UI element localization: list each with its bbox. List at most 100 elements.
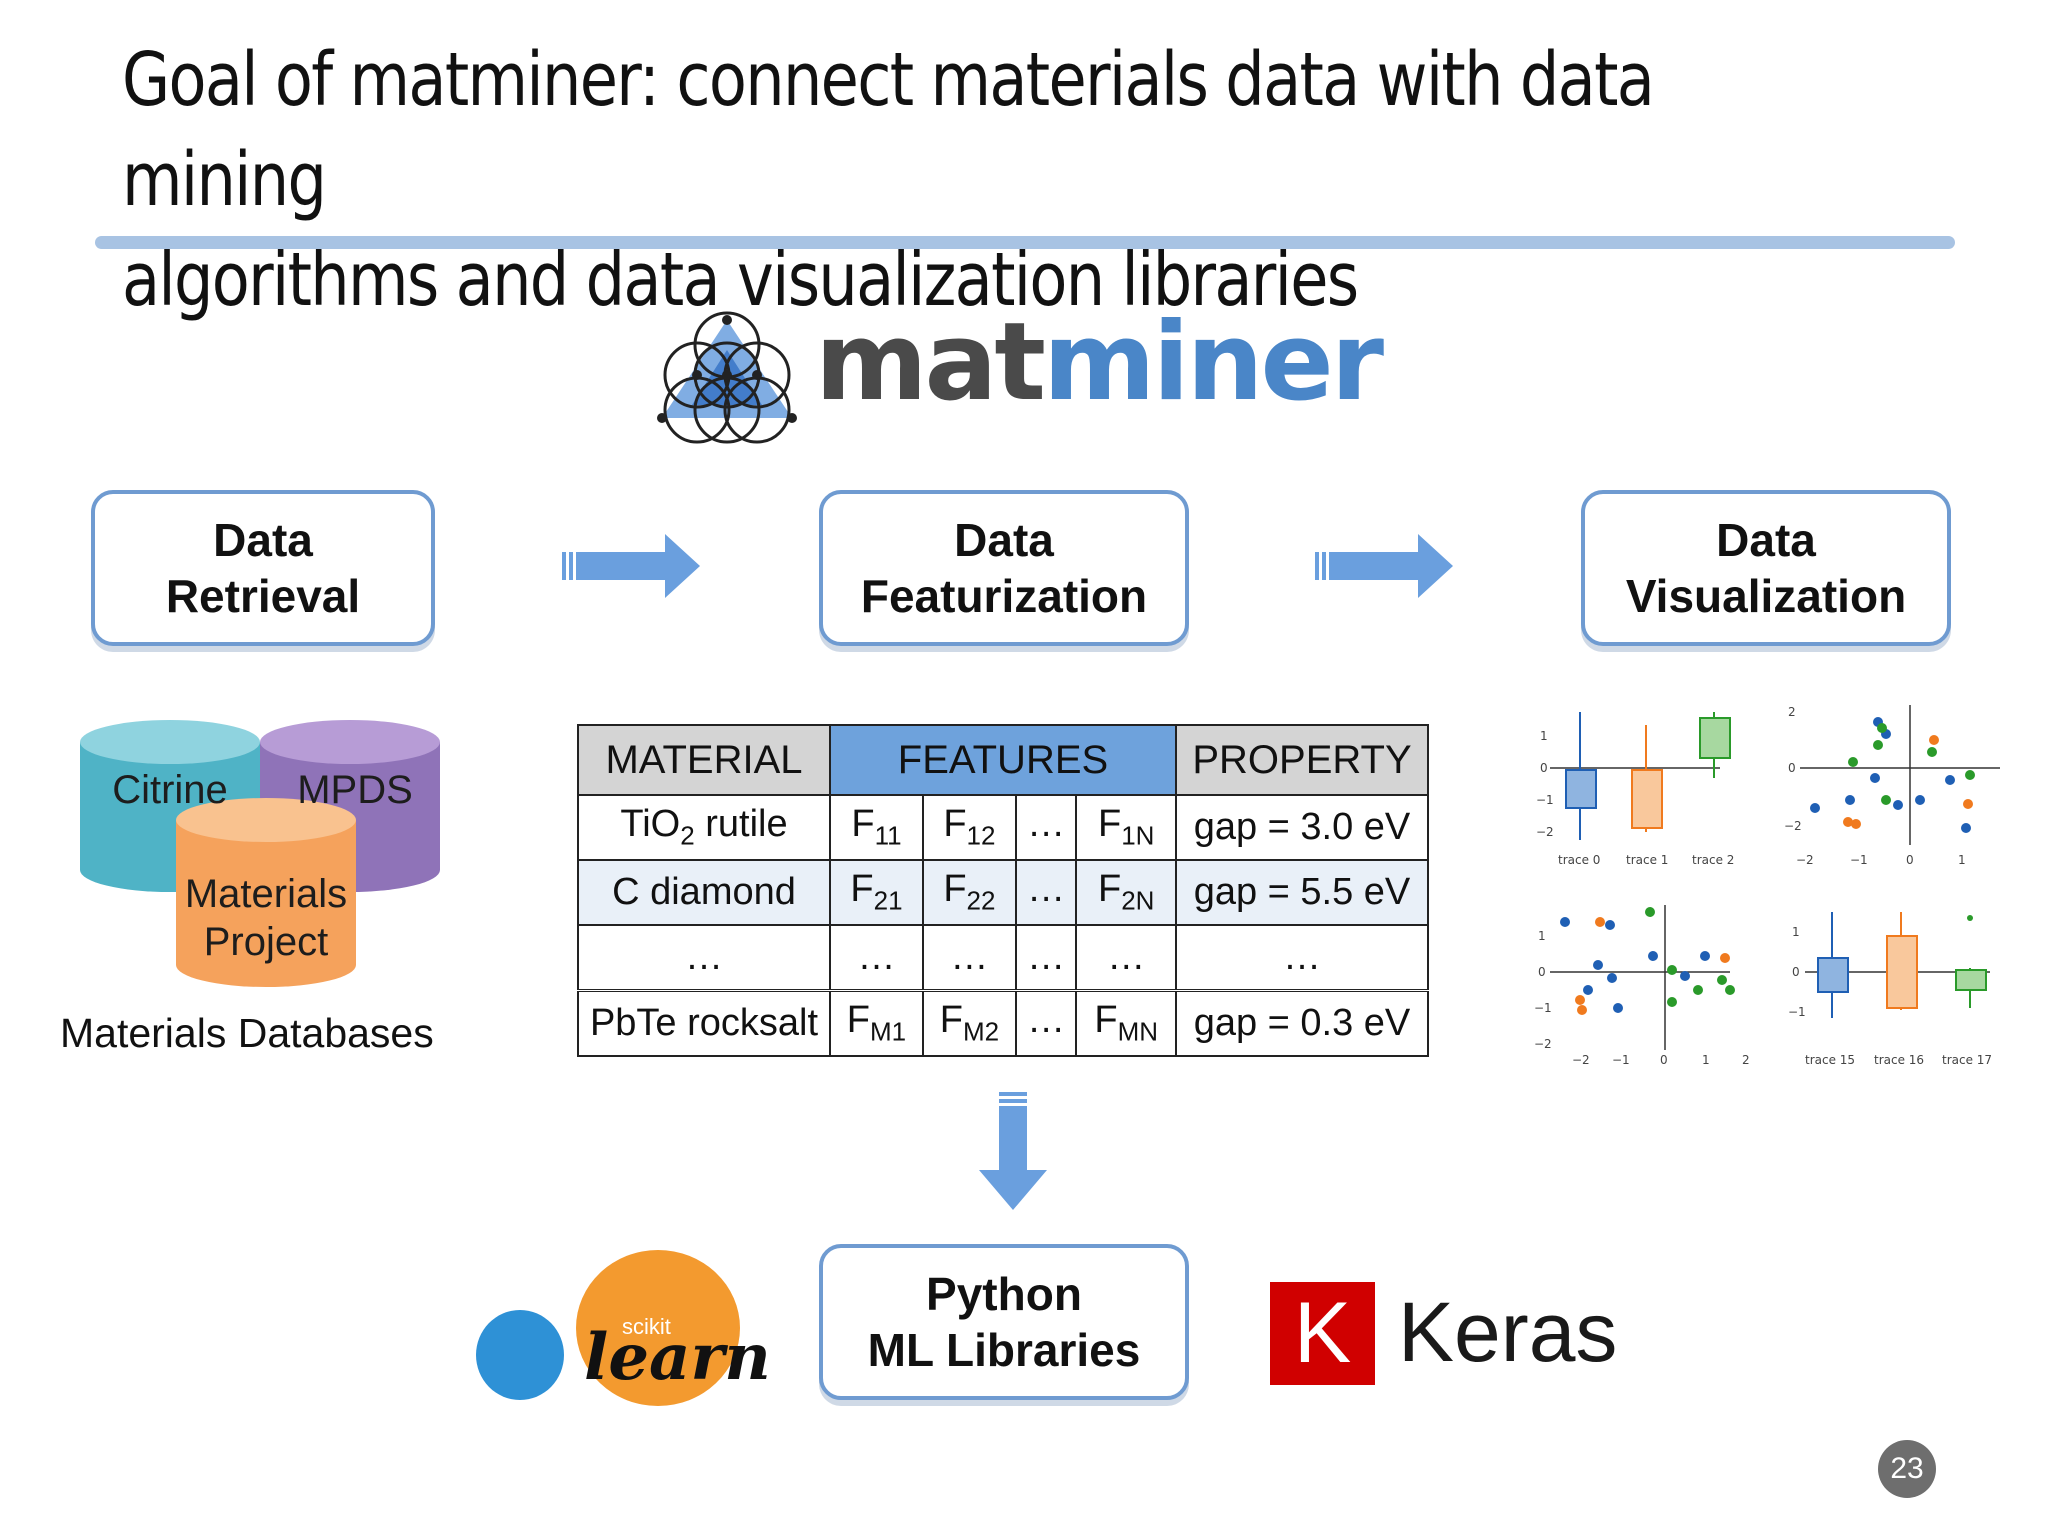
data-retrieval-box: Data Retrieval [91, 490, 435, 646]
tick: 0 [1906, 853, 1914, 867]
tick: −2 [1534, 1037, 1552, 1051]
cell-feature: F1N [1075, 794, 1177, 861]
cell-feature: FMN [1075, 989, 1177, 1057]
tick: trace 17 [1942, 1053, 1992, 1067]
stage-featurization-line2: Featurization [860, 570, 1148, 622]
tick: −1 [1612, 1053, 1630, 1067]
wordmark-mat: mat [815, 300, 1046, 425]
arrow-down-icon [979, 1092, 1047, 1210]
stage-retrieval-line1: Data [213, 514, 313, 566]
box-plot-bottom: 1 0 −1 trace 15 trace 16 trace 17 [1788, 912, 1992, 1067]
tick: trace 2 [1692, 853, 1734, 867]
data-featurization-box: Data Featurization [819, 490, 1189, 646]
scikit-learn-logo-icon [476, 1250, 740, 1406]
cell-property: gap = 5.5 eV [1175, 859, 1429, 926]
tick: −2 [1572, 1053, 1590, 1067]
data-visualization-box: Data Visualization [1581, 490, 1951, 646]
cell-feature: … [1014, 859, 1078, 926]
cell-feature: F21 [829, 859, 924, 926]
arrow-right-icon [562, 534, 700, 598]
stage-ml-line1: Python [926, 1268, 1082, 1320]
cell-feature: F22 [921, 859, 1017, 926]
tick: 2 [1742, 1053, 1750, 1067]
tick: −1 [1850, 853, 1868, 867]
cell-feature: FM2 [921, 989, 1017, 1057]
page-number-badge: 23 [1878, 1440, 1936, 1498]
cell-material: … [577, 924, 831, 992]
header-material: MATERIAL [577, 724, 831, 796]
tick: trace 0 [1558, 853, 1600, 867]
cell-feature: FM1 [829, 989, 924, 1057]
stage-ml-line2: ML Libraries [867, 1324, 1141, 1376]
table-row: TiO2 rutile F11 F12 … F1N gap = 3.0 eV [577, 794, 1429, 861]
cell-feature: … [1075, 924, 1177, 992]
cell-material: C diamond [577, 859, 831, 926]
title-line-1: Goal of matminer: connect materials data… [122, 37, 1655, 223]
cell-feature: … [1014, 924, 1078, 992]
sklearn-big-text: learn [584, 1320, 771, 1395]
example-plots: 1 0 −1 −2 trace 0 trace 1 trace 2 2 0 −2… [1534, 705, 2000, 1067]
cell-feature: F2N [1075, 859, 1177, 926]
database-cylinders [80, 720, 440, 987]
box-plot-top: 1 0 −1 −2 trace 0 trace 1 trace 2 [1536, 712, 1734, 867]
tick: 1 [1702, 1053, 1710, 1067]
keras-logo-icon: K [1270, 1282, 1375, 1385]
mp-line1: Materials [184, 872, 348, 916]
tick: −2 [1784, 819, 1802, 833]
stage-visualization-line1: Data [1716, 514, 1816, 566]
cell-material: TiO2 rutile [577, 794, 831, 861]
tick: 1 [1540, 729, 1548, 743]
tick: trace 16 [1874, 1053, 1924, 1067]
title-line-2: algorithms and data visualization librar… [122, 237, 1359, 323]
tick: 0 [1660, 1053, 1668, 1067]
header-property: PROPERTY [1175, 724, 1429, 796]
stage-featurization-line1: Data [954, 514, 1054, 566]
python-ml-libraries-box: Python ML Libraries [819, 1244, 1189, 1400]
title-underline [95, 236, 1955, 249]
tick: 1 [1958, 853, 1966, 867]
cell-feature: … [1014, 794, 1078, 861]
tick: −1 [1536, 793, 1554, 807]
cell-feature: … [921, 924, 1017, 992]
matminer-logo-icon [657, 311, 797, 444]
tick: −1 [1534, 1001, 1552, 1015]
scatter-plot-bottom: 1 0 −1 −2 −2 −1 0 1 2 [1534, 905, 1750, 1067]
sklearn-small-text: scikit [622, 1314, 671, 1339]
tick: 0 [1538, 965, 1546, 979]
stage-retrieval-line2: Retrieval [165, 570, 361, 622]
cell-property: gap = 3.0 eV [1175, 794, 1429, 861]
materials-project-label: Materials Project [176, 870, 356, 966]
cell-property: … [1175, 924, 1429, 992]
feature-table: MATERIAL FEATURES PROPERTY TiO2 rutile F… [577, 724, 1429, 1057]
stage-visualization-line2: Visualization [1625, 570, 1907, 622]
header-features: FEATURES [829, 724, 1177, 796]
cell-property: gap = 0.3 eV [1175, 989, 1429, 1057]
citrine-label: Citrine [112, 768, 228, 812]
matminer-wordmark: matminer [815, 300, 1384, 425]
tick: 1 [1538, 929, 1546, 943]
tick: −1 [1788, 1005, 1806, 1019]
tick: −2 [1536, 825, 1554, 839]
tick: 0 [1792, 965, 1800, 979]
tick: trace 1 [1626, 853, 1668, 867]
slide-title: Goal of matminer: connect materials data… [122, 30, 1676, 330]
wordmark-miner: miner [1043, 300, 1384, 425]
cell-feature: … [1014, 989, 1078, 1057]
tick: trace 15 [1805, 1053, 1855, 1067]
cell-feature: F11 [829, 794, 924, 861]
tick: 0 [1540, 761, 1548, 775]
cell-feature: … [829, 924, 924, 992]
mp-line2: Project [203, 920, 329, 964]
tick: 2 [1788, 705, 1796, 719]
table-row: … … … … … … [577, 924, 1429, 992]
cell-feature: F12 [921, 794, 1017, 861]
scatter-plot-top: 2 0 −2 −2 −1 0 1 [1784, 705, 2000, 867]
keras-wordmark: Keras [1398, 1285, 1618, 1379]
table-row: C diamond F21 F22 … F2N gap = 5.5 eV [577, 859, 1429, 926]
tick: −2 [1796, 853, 1814, 867]
table-header-row: MATERIAL FEATURES PROPERTY [577, 724, 1429, 796]
tick: 1 [1792, 925, 1800, 939]
mpds-label: MPDS [297, 768, 413, 812]
table-row: PbTe rocksalt FM1 FM2 … FMN gap = 0.3 eV [577, 989, 1429, 1057]
cell-material: PbTe rocksalt [577, 989, 831, 1057]
